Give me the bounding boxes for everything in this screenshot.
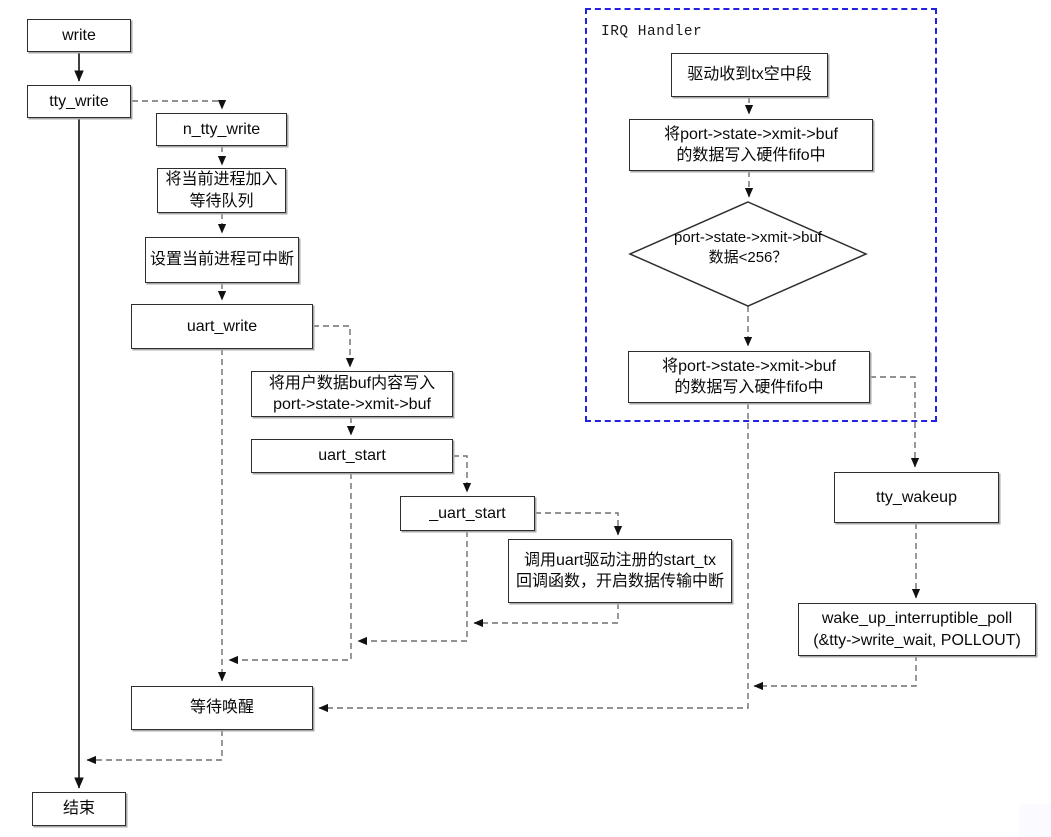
node-irq-fifo2: 将port->state->xmit->buf 的数据写入硬件fifo中 [628, 351, 870, 403]
node-start-tx-line2: 回调函数，开启数据传输中断 [515, 573, 724, 590]
node-write: write [27, 19, 131, 52]
irq-handler-region: IRQ Handler [585, 8, 937, 422]
node-tty-wakeup: tty_wakeup [834, 472, 999, 523]
decision-diamond-shape [628, 201, 868, 307]
corner-artifact [1019, 804, 1051, 837]
node-irq-fifo1-line2: 的数据写入硬件fifo中 [676, 147, 826, 164]
node-n-tty-write: n_tty_write [156, 113, 287, 146]
connector-fifo2-to-ttywakeup [870, 376, 920, 468]
node-uart-write-label: uart_write [186, 317, 258, 335]
connector-uartstart-to-uartstartinner [453, 455, 472, 493]
node-start-tx-line1: 调用uart驱动注册的start_tx [523, 551, 717, 569]
node-wait-wakeup: 等待唤醒 [131, 686, 313, 730]
node-irq-rx-label: 驱动收到tx空中段 [687, 66, 812, 84]
connector-uartstart-return [228, 473, 352, 665]
node-wait-wakeup-label: 等待唤醒 [189, 699, 254, 717]
connector-ttywrite-to-nttywrite [132, 99, 227, 110]
node-irq-rx: 驱动收到tx空中段 [671, 53, 828, 97]
node-end: 结束 [32, 792, 126, 826]
node-wake-up-poll-line1: wake_up_interruptible_poll [821, 610, 1013, 628]
connector-waitwakeup-to-mainline [86, 730, 223, 765]
node-copy-buf-line2: port->state->xmit->buf [273, 396, 431, 413]
node-start-tx: 调用uart驱动注册的start_tx 回调函数，开启数据传输中断 [508, 539, 732, 603]
node-irq-fifo2-line2: 的数据写入硬件fifo中 [674, 379, 824, 396]
irq-handler-title: IRQ Handler [601, 24, 703, 40]
node-add-wait-queue-line2: 等待队列 [189, 192, 254, 210]
node-irq-fifo2-line1: 将port->state->xmit->buf [662, 357, 836, 375]
node-set-interruptible-label: 设置当前进程可中断 [149, 251, 294, 269]
node-uart-start-inner-label: _uart_start [429, 504, 506, 522]
node-write-label: write [62, 26, 96, 44]
connector-starttx-return [473, 603, 619, 628]
node-uart-write: uart_write [131, 304, 313, 349]
node-copy-buf: 将用户数据buf内容写入 port->state->xmit->buf [251, 371, 453, 417]
node-wake-up-poll: wake_up_interruptible_poll (&tty->write_… [798, 603, 1036, 656]
node-decision-line2: 数据<256？ [708, 249, 788, 267]
node-wake-up-poll-line2: (&tty->write_wait, POLLOUT) [813, 631, 1021, 649]
connector-wakeuppoll-return [753, 655, 917, 691]
node-tty-wakeup-label: tty_wakeup [876, 488, 957, 506]
node-add-wait-queue: 将当前进程加入 等待队列 [157, 168, 286, 213]
node-copy-buf-line1: 将用户数据buf内容写入 [268, 374, 436, 392]
node-set-interruptible: 设置当前进程可中断 [145, 237, 299, 283]
node-uart-start-label: uart_start [318, 447, 386, 465]
connector-irq-to-waitwakeup [318, 403, 749, 713]
node-irq-fifo1: 将port->state->xmit->buf 的数据写入硬件fifo中 [629, 119, 873, 171]
node-tty-write-label: tty_write [49, 92, 109, 110]
node-tty-write: tty_write [27, 85, 131, 118]
node-irq-fifo1-line1: 将port->state->xmit->buf [664, 125, 838, 143]
node-uart-start: uart_start [251, 439, 453, 473]
node-decision: port->state->xmit->buf 数据<256？ [630, 228, 866, 269]
node-uart-start-inner: _uart_start [400, 496, 535, 531]
node-decision-line1: port->state->xmit->buf [674, 229, 822, 246]
node-end-label: 结束 [62, 800, 95, 818]
connector-uartwrite-to-copybuf [313, 325, 355, 368]
node-n-tty-write-label: n_tty_write [182, 120, 261, 138]
connector-uartstartinner-return [357, 531, 468, 646]
connector-uartstartinner-to-starttx [535, 512, 623, 536]
node-add-wait-queue-line1: 将当前进程加入 [165, 171, 278, 189]
